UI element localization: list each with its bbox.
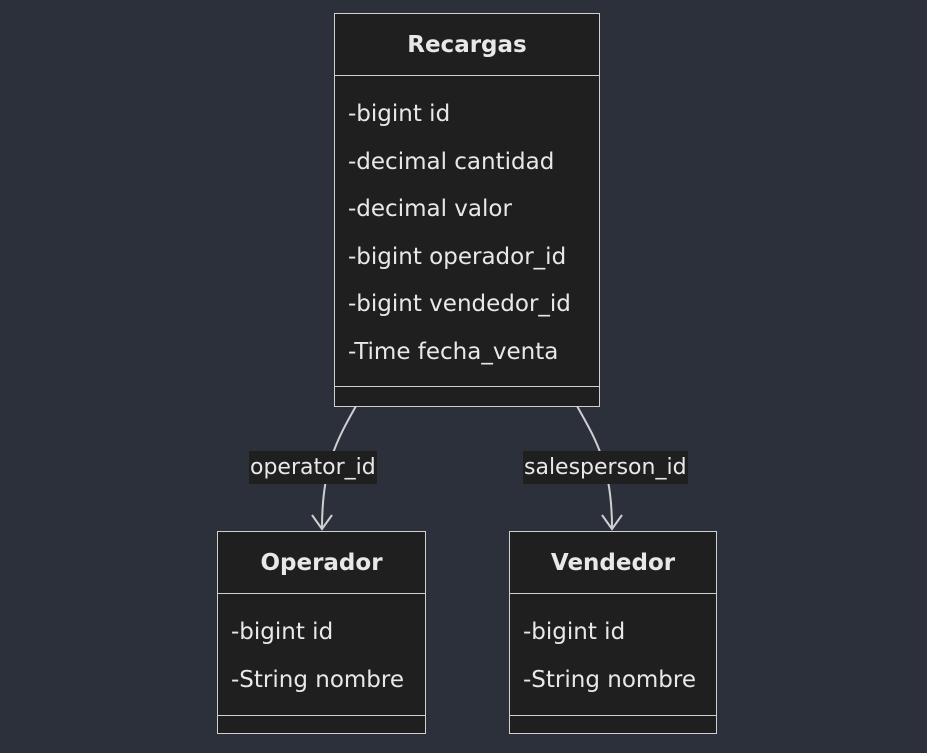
attribute: -Time fecha_venta <box>348 338 559 365</box>
class-methods-operador <box>218 716 425 734</box>
class-attributes-vendedor: -bigint id -String nombre <box>510 594 716 716</box>
attribute: -String nombre <box>231 666 405 693</box>
class-methods-recargas <box>335 387 599 405</box>
class-operador[interactable]: Operador -bigint id -String nombre <box>217 531 426 734</box>
class-recargas[interactable]: Recargas -bigint id -decimal cantidad -d… <box>334 13 600 407</box>
attribute: -bigint id <box>348 101 451 127</box>
attribute: -bigint id <box>523 619 626 645</box>
class-title-recargas: Recargas <box>335 14 599 76</box>
class-attributes-recargas: -bigint id -decimal cantidad -decimal va… <box>335 76 599 387</box>
edge-label-salesperson-id: salesperson_id <box>523 451 688 484</box>
class-title-vendedor: Vendedor <box>510 532 716 594</box>
attribute: -String nombre <box>523 666 697 693</box>
attribute: -bigint operador_id <box>348 243 567 270</box>
class-attributes-operador: -bigint id -String nombre <box>218 594 425 716</box>
class-title-operador: Operador <box>218 532 425 594</box>
attribute: -decimal cantidad <box>348 148 555 175</box>
class-methods-vendedor <box>510 716 716 734</box>
attribute: -decimal valor <box>348 196 512 222</box>
arrowhead-vendedor <box>601 514 623 531</box>
attribute: -bigint vendedor_id <box>348 291 571 317</box>
edge-label-operator-id: operator_id <box>249 451 377 484</box>
attribute: -bigint id <box>231 619 334 645</box>
arrowhead-operador <box>311 514 333 531</box>
class-vendedor[interactable]: Vendedor -bigint id -String nombre <box>509 531 717 734</box>
